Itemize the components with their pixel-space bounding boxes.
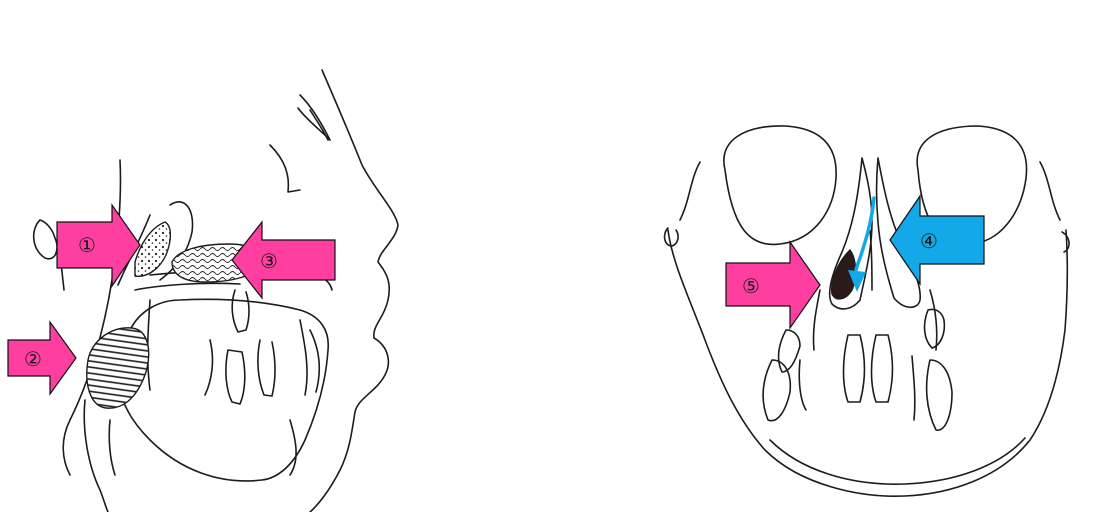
marker-2-label: ② [24,347,42,371]
marker-5-label: ⑤ [742,274,760,298]
marker-1-label: ① [78,233,96,257]
orbit-left [724,126,836,244]
central-incisor-right [872,335,893,402]
skull-outline [668,162,1067,496]
callout-arrow-1: ① [57,205,140,286]
upper-tooth [232,290,249,332]
marker-3-label: ③ [260,249,278,273]
lower-tooth [226,350,245,404]
callout-arrow-3: ③ [232,222,335,298]
region-dotted-adenoid [135,222,170,276]
frontal-skull-drawing [665,126,1070,496]
callout-arrow-4: ④ [890,196,984,284]
central-incisor-left [844,335,865,402]
skull-base-line [34,220,57,259]
region-hatched-tonsil [87,328,149,408]
marker-4-label: ④ [920,229,938,253]
callout-arrow-5: ⑤ [726,242,820,328]
lateral-skull-drawing [34,70,398,512]
facial-profile-line [310,70,398,512]
callout-arrow-2: ② [8,322,76,394]
